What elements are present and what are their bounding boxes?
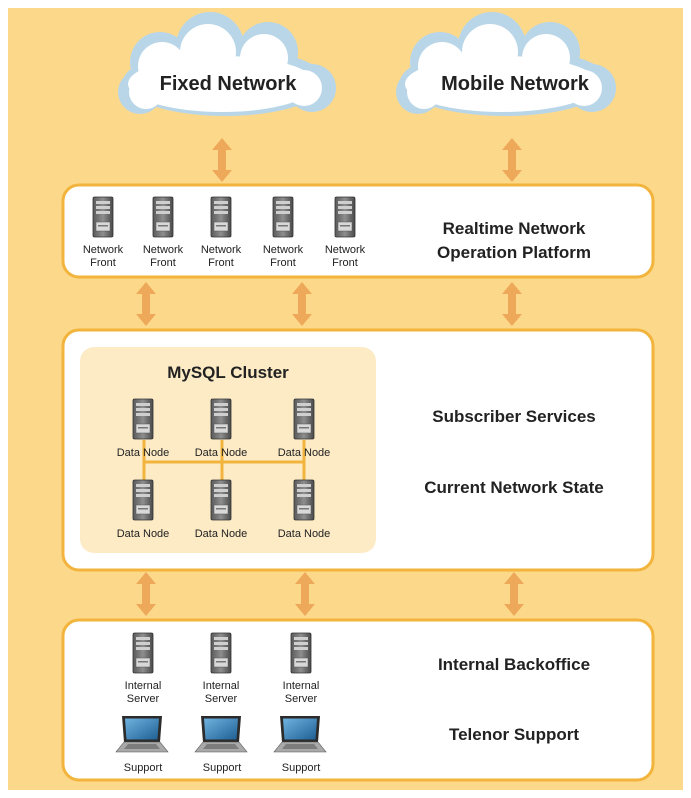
server-label: Internal (283, 680, 320, 692)
support-laptop: Support (194, 715, 248, 774)
server-label: Front (90, 257, 116, 269)
network-front-server: Network Front (143, 196, 184, 269)
data-node: Data Node (195, 479, 248, 540)
data-node: Data Node (278, 398, 331, 459)
server-label: Front (208, 257, 234, 269)
subscriber-services-label: Subscriber Services (432, 407, 595, 426)
server-label: Server (127, 693, 160, 705)
server-icon (132, 632, 154, 674)
network-front-server: Network Front (263, 196, 304, 269)
laptop-icon (273, 715, 327, 753)
data-node-label: Data Node (117, 528, 170, 540)
server-label: Front (332, 257, 358, 269)
server-label: Network (325, 244, 366, 256)
telenor-support-label: Telenor Support (449, 725, 579, 744)
data-node: Data Node (278, 479, 331, 540)
internal-backoffice-label: Internal Backoffice (438, 655, 590, 674)
internal-server: Internal Server (125, 632, 162, 705)
network-front-server: Network Front (83, 196, 124, 269)
server-label: Internal (203, 680, 240, 692)
network-front-server: Network Front (325, 196, 366, 269)
server-label: Network (143, 244, 184, 256)
server-icon (92, 196, 114, 238)
support-laptop: Support (115, 715, 169, 774)
internal-server: Internal Server (203, 632, 240, 705)
data-node-label: Data Node (278, 528, 331, 540)
server-label: Server (205, 693, 238, 705)
mysql-cluster-title: MySQL Cluster (167, 363, 289, 382)
server-label: Internal (125, 680, 162, 692)
server-label: Front (270, 257, 296, 269)
server-icon (293, 398, 315, 440)
fixed-network-label: Fixed Network (160, 73, 298, 95)
laptop-icon (115, 715, 169, 753)
mobile-network-cloud: Mobile Network (396, 12, 616, 116)
current-network-state-label: Current Network State (424, 478, 603, 497)
server-label: Network (201, 244, 242, 256)
server-icon (132, 398, 154, 440)
data-node-label: Data Node (195, 447, 248, 459)
server-label: Front (150, 257, 176, 269)
data-node-label: Data Node (117, 447, 170, 459)
data-node: Data Node (117, 479, 170, 540)
server-icon (132, 479, 154, 521)
support-label: Support (203, 762, 242, 774)
support-laptop: Support (273, 715, 327, 774)
server-icon (334, 196, 356, 238)
realtime-platform-title: Operation Platform (437, 243, 591, 262)
realtime-platform-panel (61, 183, 655, 279)
server-icon (210, 398, 232, 440)
server-label: Server (285, 693, 318, 705)
data-node-label: Data Node (278, 447, 331, 459)
network-front-server: Network Front (201, 196, 242, 269)
data-node: Data Node (195, 398, 248, 459)
server-icon (293, 479, 315, 521)
server-icon (152, 196, 174, 238)
server-label: Network (83, 244, 124, 256)
server-icon (210, 632, 232, 674)
server-label: Network (263, 244, 304, 256)
server-icon (290, 632, 312, 674)
server-icon (272, 196, 294, 238)
internal-server: Internal Server (283, 632, 320, 705)
laptop-icon (194, 715, 248, 753)
mobile-network-label: Mobile Network (441, 73, 590, 95)
server-icon (210, 479, 232, 521)
data-node-label: Data Node (195, 528, 248, 540)
support-label: Support (124, 762, 163, 774)
data-node: Data Node (117, 398, 170, 459)
cluster-interconnect (142, 440, 306, 486)
realtime-platform-title: Realtime Network (443, 219, 586, 238)
fixed-network-cloud: Fixed Network (118, 12, 336, 116)
server-icon (210, 196, 232, 238)
support-label: Support (282, 762, 321, 774)
